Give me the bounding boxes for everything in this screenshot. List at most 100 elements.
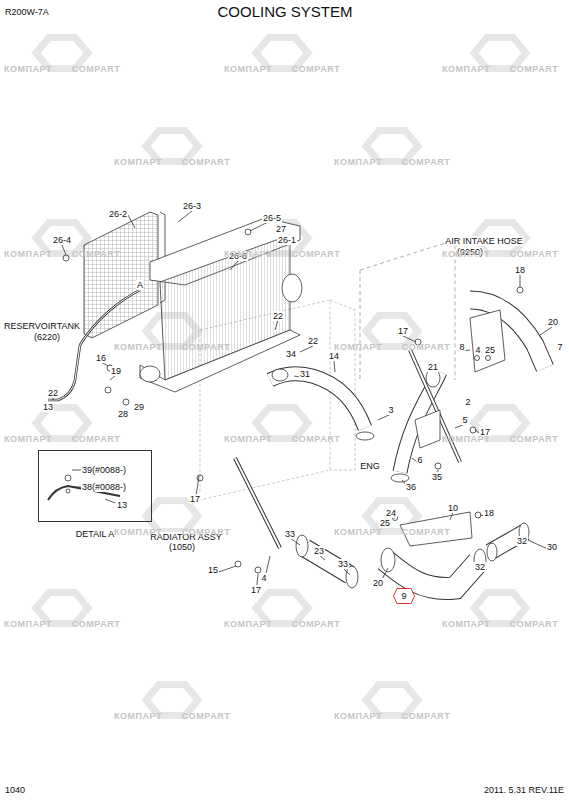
watermark-text: COMPART (182, 157, 230, 167)
callout-number: 22 (307, 336, 319, 346)
callout-number: 28 (117, 409, 129, 419)
watermark-text: COMPART (292, 619, 340, 629)
watermark-logo (256, 592, 308, 623)
watermark-logo (256, 407, 308, 438)
watermark-text: COMPART (510, 64, 558, 74)
callout-number: 35 (431, 472, 443, 482)
watermark-logo (256, 37, 308, 68)
watermark-text: COMPART (402, 157, 450, 167)
callout-number: 17 (250, 585, 262, 595)
watermark-text: COMPART (510, 434, 558, 444)
callout-number: 26-5 (262, 213, 282, 223)
callout-number: 30 (546, 542, 558, 552)
watermark-text: КОМПАРТ (4, 64, 52, 74)
watermark-text: COMPART (72, 249, 120, 259)
callout-number: 34 (285, 349, 297, 359)
watermark-text: COMPART (182, 527, 230, 537)
callout-number: 20 (372, 578, 384, 588)
detail-box: DETAIL A (38, 450, 152, 522)
watermark-logo (36, 37, 88, 68)
callout-number: (1050) (168, 542, 196, 552)
callout-number: 25 (379, 518, 391, 528)
callout-number: 1040 (4, 785, 26, 795)
callout-number: 19 (110, 366, 122, 376)
callout-number: 13 (42, 402, 54, 412)
callout-number: 24 (385, 508, 397, 518)
callout-number: 27 (275, 224, 287, 234)
callout-number: 7 (556, 342, 563, 352)
callout-number: 21 (427, 362, 439, 372)
watermark-logo (366, 315, 418, 346)
watermark-logo (36, 407, 88, 438)
watermark-text: COMPART (510, 249, 558, 259)
watermark-text: COMPART (402, 342, 450, 352)
callout-number: 32 (474, 562, 486, 572)
watermark-text: КОМПАРТ (4, 619, 52, 629)
watermark-text: COMPART (292, 64, 340, 74)
callout-number: 4 (260, 573, 267, 583)
callout-number: 17 (397, 326, 409, 336)
callout-number: 22 (272, 311, 284, 321)
callout-number: 15 (207, 565, 219, 575)
watermark-logo (36, 592, 88, 623)
watermark-logo (146, 684, 198, 715)
callout-number: 5 (461, 415, 468, 425)
watermark-logo (366, 684, 418, 715)
watermark-logo (474, 407, 526, 438)
watermark-text: COMPART (182, 711, 230, 721)
watermark-text: КОМПАРТ (114, 527, 162, 537)
callout-number: 4 (474, 345, 481, 355)
watermark-text: КОМПАРТ (224, 64, 272, 74)
callout-number: 20 (547, 317, 559, 327)
callout-number: 2 (464, 397, 471, 407)
watermark-text: КОМПАРТ (224, 619, 272, 629)
callout-number: 6 (416, 455, 423, 465)
watermark-text: COMPART (292, 434, 340, 444)
callout-hex: 9 (393, 588, 415, 604)
detail-heading: DETAIL A (76, 529, 115, 539)
callout-number: 3 (387, 405, 394, 415)
callout-number: A (136, 280, 144, 290)
watermark-text: COMPART (292, 249, 340, 259)
callout-number: 29 (133, 402, 145, 412)
watermark-text: КОМПАРТ (334, 342, 382, 352)
callout-number: 23 (313, 546, 325, 556)
callout-number: (6220) (33, 332, 61, 342)
callout-number: R200W-7A (4, 7, 50, 17)
callout-number: 36 (405, 482, 417, 492)
callout-number: 14 (328, 351, 340, 361)
watermark-logo (146, 500, 198, 531)
watermark-logo (36, 222, 88, 253)
callout-number: 26-2 (108, 209, 128, 219)
callout-number: 25 (484, 345, 496, 355)
watermark-text: COMPART (72, 64, 120, 74)
watermark-text: КОМПАРТ (4, 434, 52, 444)
watermark-text: COMPART (72, 619, 120, 629)
watermark-text: КОМПАРТ (114, 342, 162, 352)
callout-number: 13 (116, 500, 128, 510)
callout-number: 26-1 (277, 235, 297, 245)
callout-number: 18 (514, 265, 526, 275)
callout-number: 33 (284, 529, 296, 539)
callout-number: ENG (359, 461, 381, 471)
watermark-logo (366, 130, 418, 161)
watermark-text: КОМПАРТ (224, 434, 272, 444)
watermark-text: COMPART (510, 619, 558, 629)
callout-number: 2011. 5.31 REV.11E (483, 785, 565, 795)
watermark-text: КОМПАРТ (442, 249, 490, 259)
watermark-text: КОМПАРТ (334, 711, 382, 721)
watermark-text: КОМПАРТ (114, 711, 162, 721)
callout-number: 26-4 (52, 235, 72, 245)
callout-number: 22 (47, 388, 59, 398)
watermark-text: КОМПАРТ (224, 249, 272, 259)
watermark-text: КОМПАРТ (334, 157, 382, 167)
diagram-title: COOLING SYSTEM (217, 4, 352, 20)
watermark-text: КОМПАРТ (114, 157, 162, 167)
callout-number: 18 (483, 508, 495, 518)
callout-number: 16 (95, 353, 107, 363)
callout-number: 8 (458, 342, 465, 352)
watermark-text: КОМПАРТ (442, 434, 490, 444)
callout-number: RESERVOIRTANK (3, 321, 81, 331)
